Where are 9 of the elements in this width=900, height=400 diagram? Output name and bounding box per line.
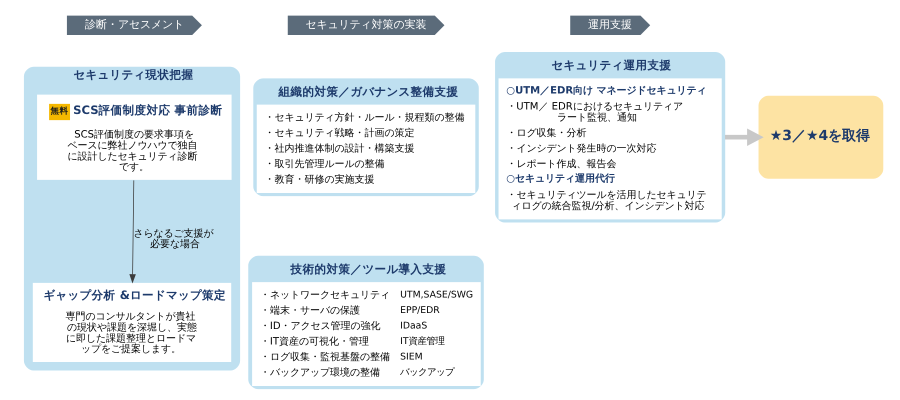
node-box: ギャップ分析 &ロードマップ策定 専門のコンサルタントが貴社の現状や課題を深堀し、実態に即した課題整理とロードマップをご提案します。 xyxy=(32,282,232,363)
arrow xyxy=(724,128,764,146)
node-box: 無料 SCS評価制度対応 事前診断 SCS評価制度の要求事項をベースに弊社ノウハウで独自に設計したセキュリティ診断です。 xyxy=(36,94,232,181)
arrow xyxy=(128,180,136,284)
edge-label: さらなるご支援が必要な場合 xyxy=(133,228,214,250)
node-box: セキュリティ運用支援 ○UTM／EDR向け マネージドセキュリティ ・UTM／ EDRにおけるセキュリティアラート監視、通知 ・ログ収集・分析 ・インシデント発生時の一次対応 ・レポート作成、報告会 ○セキュリティ運用代行 ・セキュリティツールを活用したセキュリティログの統合監視/分析、インシデント対応 xyxy=(494,52,725,222)
node-box: 技術的対策／ツール導入支援 ・ネットワークセキュリティ UTM,SASE/SWG ・端末・サーバの保護 EPP/EDR ・ID・アクセス管理の強化 IDaaS ・IT資産の可視化・管理 IT資産管理 ・ログ収集・監視基盤の整備 SIEM ・バックアップ環境の整備 バックアップ xyxy=(248,256,484,390)
node-box: ★3／★4を取得 xyxy=(758,96,883,179)
node-box: 組織的対策／ガバナンス整備支援 ・セキュリティ方針・ルール・規程類の整備 ・セキュリティ戦略・計画の策定 ・社内推進体制の設計・構築支援 ・取引先管理ルールの整備 ・教育・研修の実施支援 xyxy=(252,78,478,196)
